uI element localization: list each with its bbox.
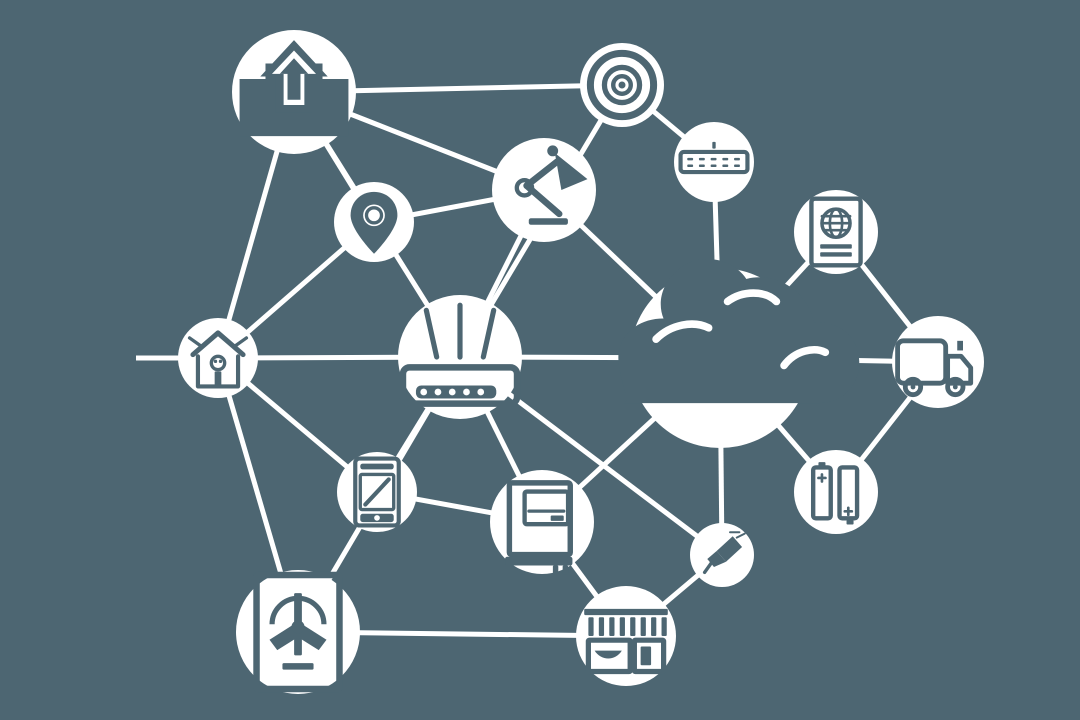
node-speaker[interactable]: Smart Speaker [690,523,754,587]
node-cloud[interactable]: Cloud Platform [618,259,860,448]
location-pin-icon [350,191,398,254]
node-disc-remote[interactable] [674,122,754,202]
node-detector[interactable]: Smoke Detector [580,43,664,127]
desk-lamp-icon [514,145,588,225]
remote-control-icon [678,141,750,175]
node-lamp[interactable]: Smart Lamp [492,138,596,242]
megaphone-icon [702,531,746,575]
wifi-router-icon [399,302,521,407]
node-turbine[interactable]: Wind Turbine [236,570,360,694]
node-disc-lamp[interactable] [492,138,596,242]
nodes-layer: Garage DoorSmoke DetectorRemote ControlS… [178,30,984,694]
passport-icon [809,196,863,268]
delivery-truck-icon [895,338,974,398]
smoke-detector-icon [586,49,658,121]
node-meter[interactable]: Smart Meter [490,470,594,575]
wind-turbine-icon [253,571,343,693]
storefront-icon [584,608,668,675]
node-shop[interactable]: Retail Store [576,586,676,686]
garage-door-icon [239,40,349,137]
smart-home-icon [187,330,249,389]
node-passport[interactable]: Digital Passport [794,190,878,274]
smart-meter-icon [505,480,573,575]
node-disc-passport[interactable] [794,190,878,274]
node-garage[interactable]: Garage Door [232,30,356,154]
battery-pack-icon [810,462,860,525]
smartphone-icon [353,456,401,528]
node-router[interactable]: Wi-Fi Router [398,295,522,419]
node-disc-battery[interactable] [794,450,878,534]
cloud-icon [618,259,860,404]
node-home[interactable]: Smart Home [178,318,258,398]
node-remote[interactable]: Remote Control [674,122,754,202]
node-disc-truck[interactable] [892,316,984,408]
node-phone[interactable]: Smartphone [337,452,417,532]
node-pin[interactable]: Location Tracker [334,182,414,262]
node-truck[interactable]: Delivery Truck [892,316,984,408]
node-battery[interactable]: Battery Pack [794,450,878,534]
